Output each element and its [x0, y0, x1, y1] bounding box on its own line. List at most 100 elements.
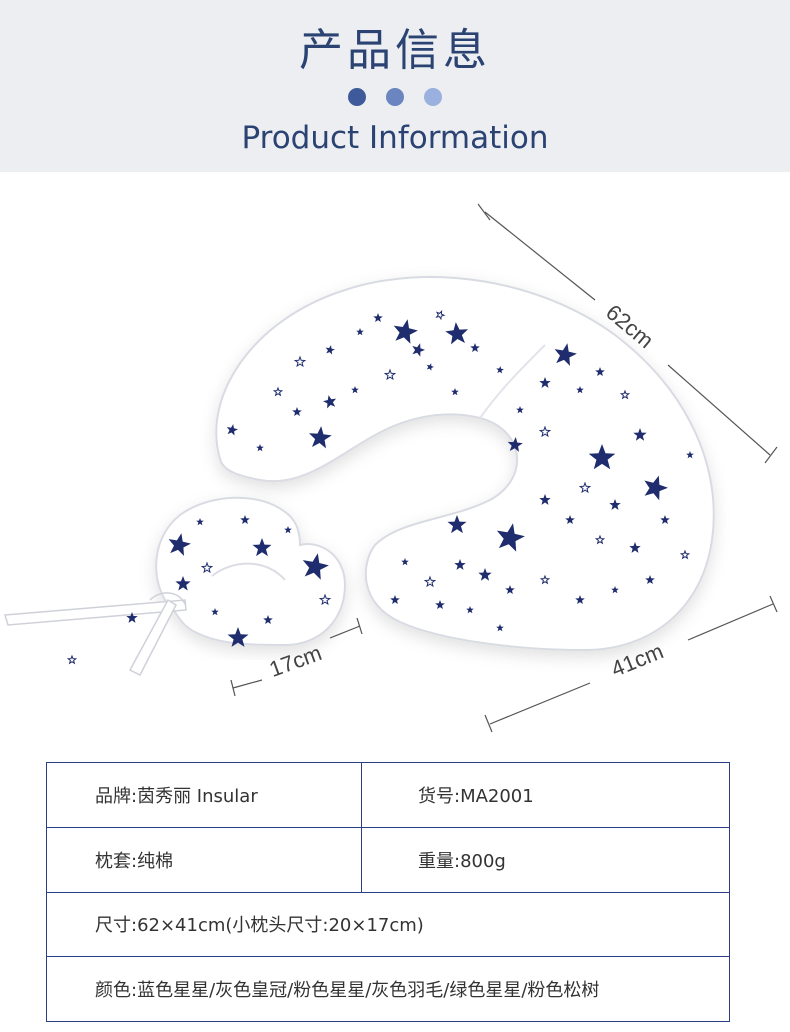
star-icon — [272, 386, 284, 397]
star-icon — [496, 624, 504, 632]
star-icon — [594, 534, 606, 545]
star-icon — [496, 523, 525, 552]
table-row: 颜色:蓝色星星/灰色皇冠/粉色星星/灰色羽毛/绿色星星/粉色松树 — [46, 956, 730, 1022]
star-icon — [611, 586, 619, 594]
small-pillow-body — [155, 496, 347, 647]
table-row: 尺寸:62×41cm(小枕头尺寸:20×17cm) — [46, 891, 730, 958]
star-icon — [263, 615, 273, 624]
star-icon — [454, 559, 466, 570]
table-row: 品牌:茵秀丽 Insular 货号:MA2001 — [46, 762, 730, 828]
decorative-dots — [0, 88, 790, 106]
star-icon — [554, 343, 577, 366]
star-icon — [505, 585, 515, 594]
star-icon — [565, 515, 575, 524]
star-icon — [200, 561, 214, 574]
star-icon — [393, 319, 418, 344]
brand-cell: 品牌:茵秀丽 Insular — [46, 762, 362, 828]
star-icon — [423, 575, 437, 588]
star-icon — [211, 608, 219, 616]
star-icon — [175, 576, 191, 591]
star-icon — [679, 549, 691, 560]
star-icon — [435, 600, 445, 609]
header-banner: 产品信息 Product Information — [0, 0, 790, 172]
star-icon — [629, 542, 641, 553]
strap-tail — [128, 598, 177, 677]
small-pillow-fold — [211, 562, 286, 581]
star-icon — [686, 451, 694, 459]
star-icon — [507, 437, 523, 452]
star-icon — [470, 343, 480, 352]
star-icon — [383, 368, 397, 381]
star-icon — [478, 568, 492, 581]
star-icon — [595, 367, 605, 376]
star-icon — [539, 494, 551, 505]
star-icon — [302, 553, 329, 580]
strap-knot — [149, 592, 186, 605]
dim-17-cap-a — [230, 679, 236, 697]
size-cell: 尺寸:62×41cm(小枕头尺寸:20×17cm) — [46, 891, 730, 958]
star-icon — [496, 366, 504, 374]
star-icon — [373, 313, 383, 322]
strap-left — [4, 599, 187, 626]
star-icon — [538, 425, 552, 438]
pillow-body — [215, 276, 715, 652]
star-icon — [575, 595, 585, 604]
table-row: 枕套:纯棉 重量:800g — [46, 826, 730, 893]
star-icon — [240, 515, 250, 524]
star-icon — [576, 386, 584, 394]
star-icon — [256, 444, 264, 452]
small-pillow — [4, 496, 347, 677]
star-icon — [66, 654, 78, 665]
spec-table: 品牌:茵秀丽 Insular 货号:MA2001 枕套:纯棉 重量:800g 尺… — [46, 762, 730, 1022]
star-icon — [168, 533, 191, 556]
star-icon — [435, 309, 446, 321]
star-icon — [351, 386, 359, 394]
star-icon — [633, 428, 647, 441]
star-icon — [292, 407, 302, 416]
dim-41-cap-b — [769, 595, 778, 613]
star-icon — [356, 328, 364, 336]
star-icon — [426, 363, 434, 371]
dot-2 — [386, 88, 404, 106]
star-icon — [588, 444, 616, 470]
star-icon — [390, 595, 400, 604]
dim-62-line-b — [667, 364, 771, 456]
star-print — [66, 309, 694, 665]
star-icon — [619, 389, 631, 400]
dim-17-line-a — [232, 679, 263, 689]
dim-17-line-b — [329, 625, 361, 639]
star-icon — [284, 526, 292, 534]
dot-3 — [424, 88, 442, 106]
page-title-cn: 产品信息 — [299, 25, 491, 76]
star-icon — [126, 612, 138, 623]
dim-small-label: 17cm — [266, 640, 325, 682]
star-icon — [445, 322, 468, 345]
star-icon — [447, 515, 467, 534]
dimension-lines — [230, 203, 778, 733]
dim-62-cap-b — [764, 446, 778, 464]
dim-41-line-a — [489, 682, 591, 725]
color-cell: 颜色:蓝色星星/灰色皇冠/粉色星星/灰色羽毛/绿色星星/粉色松树 — [46, 956, 730, 1022]
pillow-seam — [259, 437, 371, 483]
star-icon — [401, 558, 409, 566]
star-icon — [309, 426, 332, 449]
page-title-en: Product Information — [241, 120, 549, 156]
star-icon — [226, 424, 238, 436]
star-icon — [645, 575, 655, 584]
nursing-pillow — [215, 276, 715, 652]
dim-62-cap-a — [477, 203, 491, 221]
dim-41-cap-a — [484, 714, 493, 733]
star-icon — [451, 388, 459, 396]
star-icon — [609, 499, 621, 510]
star-icon — [660, 515, 670, 524]
star-icon — [644, 475, 668, 501]
star-icon — [252, 538, 272, 557]
star-icon — [412, 343, 425, 357]
dim-17-cap-b — [356, 617, 363, 635]
star-icon — [293, 355, 307, 368]
star-icon — [325, 345, 335, 355]
star-icon — [196, 518, 204, 526]
star-icon — [578, 481, 592, 494]
cover-cell: 枕套:纯棉 — [46, 826, 362, 893]
dim-41-line-b — [687, 603, 774, 641]
